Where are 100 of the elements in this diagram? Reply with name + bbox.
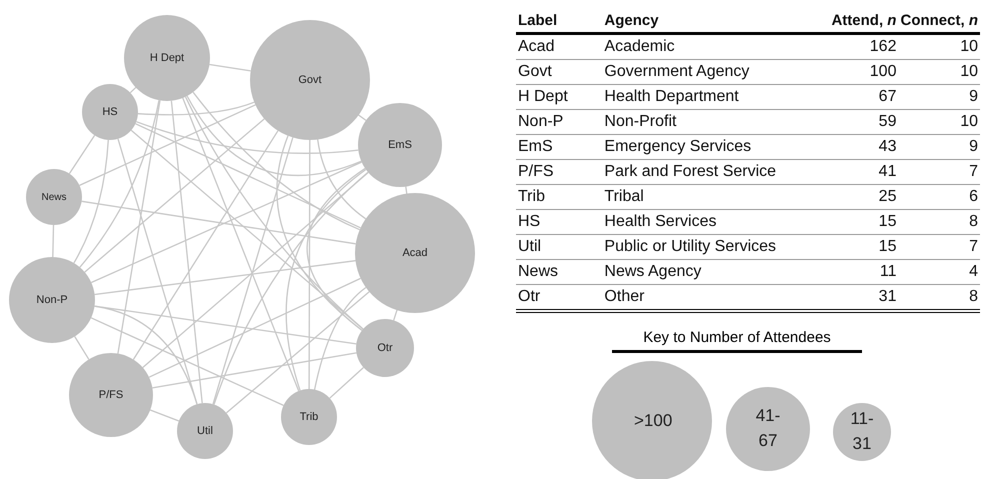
node-label: 11- 31 bbox=[849, 408, 875, 455]
column-header: Agency bbox=[602, 8, 793, 34]
connector-line bbox=[317, 139, 366, 220]
table-cell: 10 bbox=[898, 60, 980, 84]
connector-line bbox=[130, 86, 137, 94]
table-cell: Tribal bbox=[602, 184, 793, 210]
connector-line bbox=[138, 102, 255, 116]
connector-line bbox=[117, 100, 161, 354]
table-cell: 100 bbox=[792, 60, 898, 84]
connector-line bbox=[142, 172, 369, 368]
table-cell: 43 bbox=[792, 134, 898, 160]
connector-line bbox=[52, 224, 54, 258]
table-cell: Non-P bbox=[516, 110, 602, 134]
connector-line bbox=[329, 367, 364, 399]
table-cell: 15 bbox=[792, 234, 898, 260]
table-cell: Non-Profit bbox=[602, 110, 793, 134]
connector-line bbox=[94, 260, 356, 296]
connector-line bbox=[84, 118, 265, 273]
connector-line bbox=[94, 305, 356, 345]
node-label: Non-P bbox=[36, 294, 68, 306]
table-cell: 162 bbox=[792, 34, 898, 60]
table-cell: Util bbox=[516, 234, 602, 260]
connector-line bbox=[150, 409, 180, 422]
connector-line bbox=[136, 121, 358, 154]
table-cell: 9 bbox=[898, 84, 980, 110]
table-cell: Public or Utility Services bbox=[602, 234, 793, 260]
table-cell: Academic bbox=[602, 34, 793, 60]
node-label: Govt bbox=[298, 74, 322, 86]
table-cell: Other bbox=[602, 284, 793, 311]
table-cell: Govt bbox=[516, 60, 602, 84]
node-label: News bbox=[41, 192, 66, 202]
connector-line bbox=[130, 130, 364, 330]
connector-line bbox=[286, 168, 366, 391]
table-cell: 59 bbox=[792, 110, 898, 134]
agency-circle bbox=[82, 84, 138, 140]
table-cell: 8 bbox=[898, 284, 980, 311]
connector-line bbox=[152, 352, 357, 389]
table-cell: News bbox=[516, 260, 602, 284]
connector-line bbox=[212, 137, 294, 404]
table-cell: Health Services bbox=[602, 210, 793, 234]
connector-line bbox=[135, 123, 361, 228]
table-cell: 67 bbox=[792, 84, 898, 110]
table-cell: Health Department bbox=[602, 84, 793, 110]
connector-line bbox=[184, 96, 364, 330]
table-cell: HS bbox=[516, 210, 602, 234]
agency-circle bbox=[281, 389, 337, 445]
node-label: Util bbox=[197, 425, 213, 437]
table-cell: News Agency bbox=[602, 260, 793, 284]
table-cell: Emergency Services bbox=[602, 134, 793, 160]
connector-line bbox=[82, 200, 356, 244]
column-header: Label bbox=[516, 8, 602, 34]
node-label: H Dept bbox=[150, 52, 184, 64]
connector-line bbox=[314, 286, 366, 390]
node-label: P/FS bbox=[98, 389, 124, 401]
connector-line bbox=[186, 96, 362, 176]
table-cell: 7 bbox=[898, 160, 980, 184]
table-cell: 11 bbox=[792, 260, 898, 284]
connector-line bbox=[213, 172, 368, 405]
connector-line bbox=[90, 317, 284, 406]
connector-line bbox=[91, 162, 362, 284]
connector-line bbox=[94, 306, 198, 404]
connector-line bbox=[358, 114, 366, 121]
table-cell: 31 bbox=[792, 284, 898, 311]
connector-line bbox=[74, 336, 90, 360]
node-label: Acad bbox=[402, 247, 428, 259]
table-cell: 10 bbox=[898, 34, 980, 60]
connector-line bbox=[170, 100, 203, 404]
table-cell: Otr bbox=[516, 284, 602, 311]
connector-line bbox=[192, 92, 360, 230]
connector-line bbox=[306, 168, 366, 331]
connector-line bbox=[308, 140, 310, 389]
table-cell: 15 bbox=[792, 210, 898, 234]
connector-line bbox=[148, 278, 361, 378]
table-cell: 4 bbox=[898, 260, 980, 284]
connector-line bbox=[68, 135, 96, 174]
node-label: HS bbox=[102, 106, 118, 118]
table-cell: 9 bbox=[898, 134, 980, 160]
node-label: Trib bbox=[300, 411, 318, 423]
column-header: Attend, n bbox=[792, 8, 898, 34]
table-cell: 6 bbox=[898, 184, 980, 210]
connector-line bbox=[132, 130, 279, 360]
connector-line bbox=[209, 64, 251, 72]
connector-line bbox=[79, 104, 256, 186]
table-cell: 8 bbox=[898, 210, 980, 234]
table-cell: 7 bbox=[898, 234, 980, 260]
connector-line bbox=[182, 98, 300, 392]
node-label: Otr bbox=[377, 342, 393, 354]
table-cell: 10 bbox=[898, 110, 980, 134]
table-cell: 41 bbox=[792, 160, 898, 184]
table-cell: Government Agency bbox=[602, 60, 793, 84]
connector-line bbox=[79, 100, 160, 268]
table-cell: 25 bbox=[792, 184, 898, 210]
key-title: Key to Number of Attendees bbox=[612, 329, 862, 353]
connector-line bbox=[73, 140, 109, 264]
table-cell: Park and Forest Service bbox=[602, 160, 793, 184]
node-label: >100 bbox=[634, 410, 670, 432]
table-cell: Trib bbox=[516, 184, 602, 210]
connector-line bbox=[226, 291, 370, 414]
node-label: 41- 67 bbox=[754, 405, 782, 452]
table-cell: H Dept bbox=[516, 84, 602, 110]
